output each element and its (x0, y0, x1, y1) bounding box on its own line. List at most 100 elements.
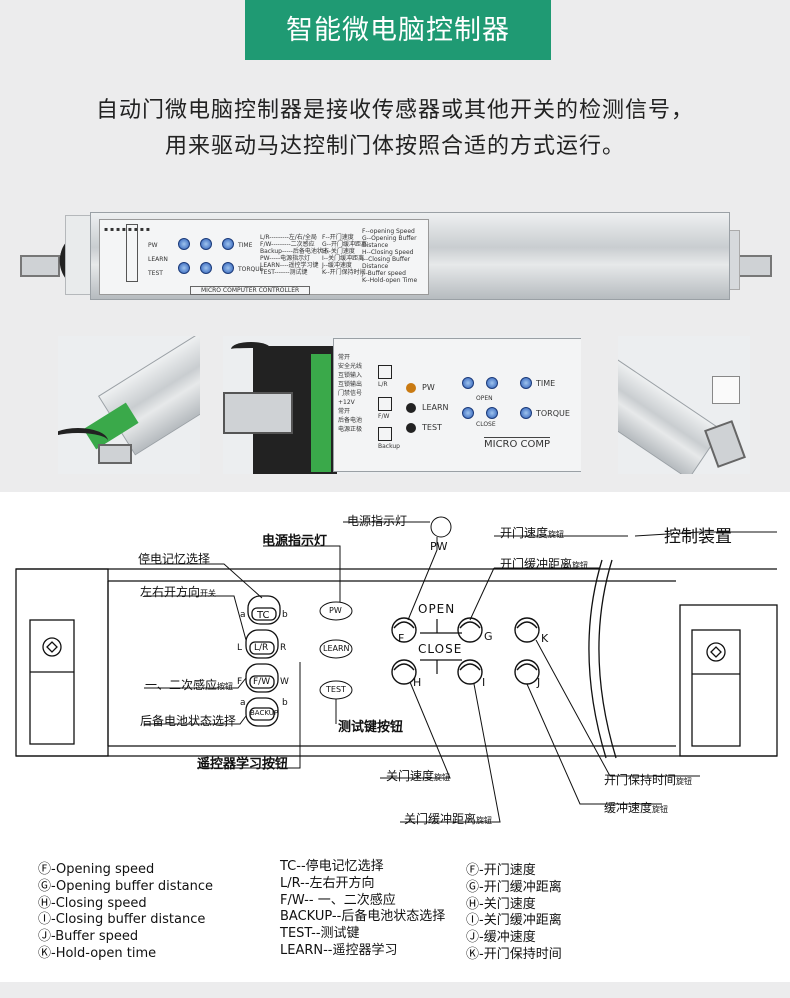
knob-f-text: F (398, 632, 405, 645)
knob-G (457, 617, 483, 643)
second-sense-label: 一、二次感应按钮 (145, 678, 234, 692)
switch-block (126, 224, 138, 282)
knob-h-text: H (413, 676, 422, 689)
learn-label: LEARN (422, 403, 449, 412)
knob-f (178, 238, 190, 250)
dip-switch-1 (378, 365, 392, 379)
power-light-label-top: 电源指示灯 (347, 514, 408, 528)
knob-i (200, 262, 212, 274)
page-title-badge: 智能微电脑控制器 (245, 0, 551, 60)
knob-i-text: I (482, 676, 486, 689)
open-speed-label: 开门速度旋钮 (500, 526, 565, 540)
b-text-1: b (282, 610, 288, 620)
close-buffer-label: 关门缓冲距离旋钮 (404, 812, 493, 826)
closeup-knob-i (486, 407, 498, 419)
cable-left (58, 428, 108, 454)
pw-oval (319, 601, 353, 621)
knob-g (200, 238, 212, 250)
housing-angle-right (618, 346, 723, 474)
pw-oval-text: PW (329, 606, 342, 615)
test-button-label: 测试键按钮 (338, 720, 404, 735)
closeup-panel-title: MICRO COMP (484, 437, 551, 450)
panel-title: MICRO COMPUTER CONTROLLER (190, 286, 311, 295)
left-end-block (15, 568, 109, 757)
memory-select-label: 停电记忆选择 (138, 552, 211, 566)
closeup-torque-label: TORQUE (536, 409, 570, 418)
closeup-knob-k (520, 377, 532, 389)
close-speed-label: 关门速度旋钮 (386, 769, 451, 783)
intro-line-2: 用来驱动马达控制门体按照合适的方式运行。 (164, 134, 625, 159)
l-text: L (237, 643, 243, 653)
pw-label: PW (422, 383, 435, 392)
closeup-time-label: TIME (536, 379, 556, 388)
green-terminal-block (311, 354, 331, 472)
connector-white (712, 376, 740, 404)
housing-outline (16, 568, 777, 757)
dip-switch-2 (378, 397, 392, 411)
controller-diagram: 电源指示灯 PW 开门速度旋钮 控制装置 开门缓冲距离旋钮 电源指示灯 停电记忆… (0, 492, 790, 998)
fw-switch-label: F/W (378, 413, 390, 420)
knob-k-text: K (541, 632, 549, 645)
open-close-divider (420, 619, 462, 674)
bracket-closeup (223, 392, 293, 434)
footer-band (0, 982, 790, 998)
switch-backup (245, 697, 279, 727)
mount-bracket-left (20, 255, 60, 277)
intro-line-1: 自动门微电脑控制器是接收传感器或其他开关的检测信号， (95, 98, 694, 123)
backup-text: BACKUP (250, 709, 279, 717)
test-oval-text: TEST (326, 685, 346, 694)
r-text: R (280, 643, 287, 653)
a-text-1: a (240, 610, 246, 620)
test-label: TEST (422, 423, 442, 432)
bracket-right-small (704, 420, 746, 468)
power-light-symbol (430, 516, 452, 538)
knob-g-text: G (484, 630, 493, 643)
diagram-drawing (15, 516, 778, 823)
closeup-knob-g (486, 377, 498, 389)
photo-end-right (618, 336, 750, 474)
learn-oval-text: LEARN (323, 644, 350, 653)
b-text-2: b (282, 698, 288, 708)
test-button (406, 423, 416, 433)
closeup-knob-j (520, 407, 532, 419)
product-photo-section: 智能微电脑控制器 自动门微电脑控制器是接收传感器或其他开关的检测信号， 用来驱动… (0, 0, 790, 492)
w-text: W (280, 677, 289, 687)
knob-F (391, 617, 417, 643)
knob-J (514, 659, 540, 685)
closeup-knob-h (462, 407, 474, 419)
backup-state-label: 后备电池状态选择 (140, 714, 237, 728)
hold-time-label: 开门保持时间旋钮 (604, 773, 693, 787)
torque-label: TORQUE (238, 266, 264, 273)
cable-closeup (231, 342, 271, 356)
knob-I (457, 659, 483, 685)
direction-label: 左右开方向开关 (140, 585, 217, 599)
knob-k (222, 238, 234, 250)
f-text: F (237, 677, 243, 687)
learn-button (406, 403, 416, 413)
power-light-bold-label: 电源指示灯 (262, 534, 328, 549)
control-device-label: 控制装置 (664, 527, 732, 547)
dip-switch-3 (378, 427, 392, 441)
open-text: OPEN (418, 602, 456, 616)
knob-h (178, 262, 190, 274)
backup-switch-label: Backup (378, 443, 400, 450)
knob-j (222, 262, 234, 274)
lr-switch-label: L/R (378, 381, 388, 388)
knob-j-text: J (537, 676, 541, 689)
test-indicator-label: TEST (148, 270, 163, 277)
closeup-knob-f (462, 377, 474, 389)
closeup-open-label: OPEN (476, 395, 493, 402)
controller-main-photo: ▪ ▪ ▪ ▪ ▪ ▪ ▪ ▪ PW LEARN TEST TIME TORQU… (20, 200, 775, 310)
switch-tc (247, 595, 281, 625)
controller-housing: ▪ ▪ ▪ ▪ ▪ ▪ ▪ ▪ PW LEARN TEST TIME TORQU… (90, 212, 730, 300)
pw-indicator-label: PW (148, 242, 158, 249)
